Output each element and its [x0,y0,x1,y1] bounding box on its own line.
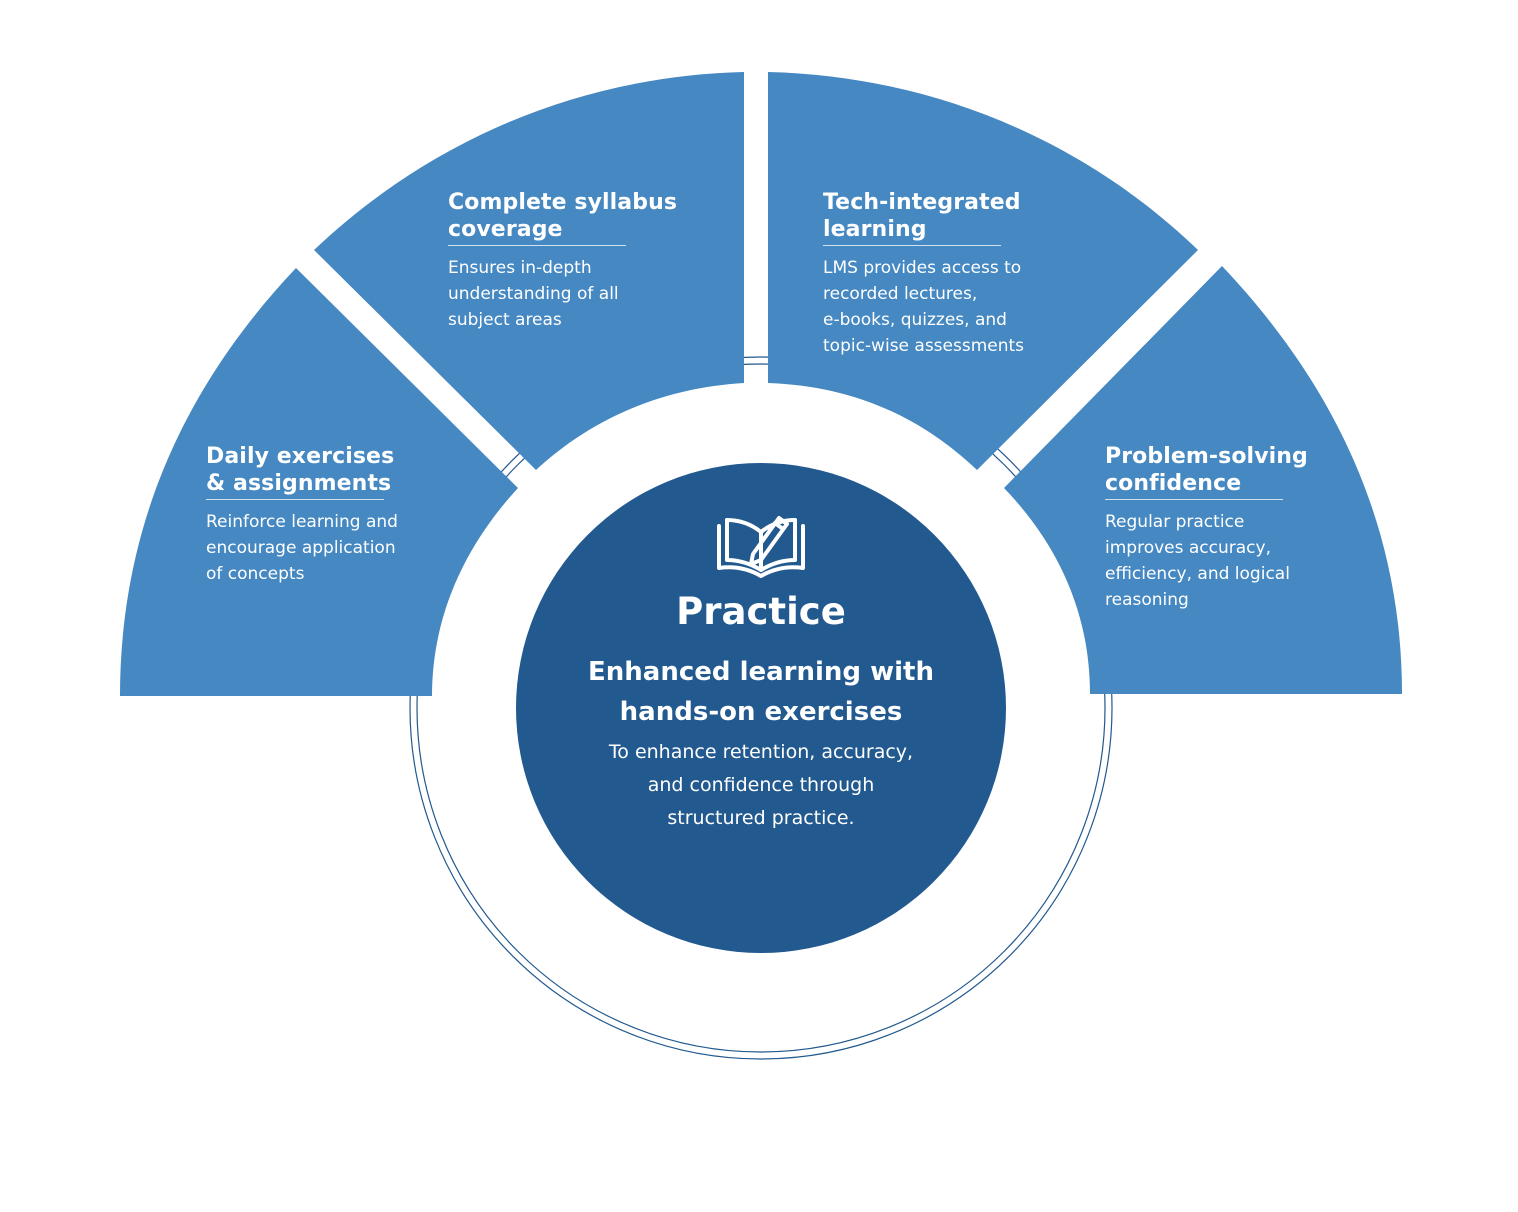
segment-desc-line: Ensures in-depth [448,258,592,278]
center-desc-line: structured practice. [667,807,855,829]
segment-tech-integrated [768,72,1198,470]
center-subtitle: Enhanced learning with hands-on exercise… [531,652,991,732]
segment-title-line: & assignments [206,471,392,496]
segment-desc-line: reasoning [1105,590,1189,610]
segment-desc-line: recorded lectures, [823,284,978,304]
segment-desc-line: understanding of all [448,284,619,304]
segment-description: Reinforce learning and encourage applica… [206,509,398,587]
segment-divider [206,499,384,500]
segment-desc-line: e-books, quizzes, and [823,310,1007,330]
center-title: Practice [676,590,846,633]
center-desc-line: To enhance retention, accuracy, [608,741,914,763]
segment-description: Regular practice improves accuracy, effi… [1105,509,1308,613]
segment-syllabus-coverage [314,72,744,470]
segment-desc-line: of concepts [206,564,305,584]
segment-title-line: Complete syllabus [448,190,678,215]
segment-title-line: Tech-integrated [823,190,1021,215]
segment-tech-integrated-text: Tech-integrated learning LMS provides ac… [823,189,1024,359]
segment-desc-line: efficiency, and logical [1105,564,1290,584]
book-pencil-icon [717,516,805,578]
segment-title-line: Problem-solving [1105,444,1308,469]
segment-problem-solving [1004,266,1402,694]
segment-desc-line: subject areas [448,310,562,330]
segment-desc-line: Regular practice [1105,512,1245,532]
segment-divider [823,245,1001,246]
segment-desc-line: Reinforce learning and [206,512,398,532]
segment-desc-line: topic-wise assessments [823,336,1025,356]
segment-description: Ensures in-depth understanding of all su… [448,255,677,333]
segment-divider [1105,499,1283,500]
center-desc-line: and confidence through [647,774,875,796]
segment-daily-exercises-text: Daily exercises & assignments Reinforce … [206,443,398,587]
segment-title: Complete syllabus coverage [448,189,677,243]
segment-title: Daily exercises & assignments [206,443,398,497]
segment-title: Tech-integrated learning [823,189,1024,243]
center-subtitle-line: Enhanced learning with [588,657,934,687]
segment-title-line: Daily exercises [206,444,395,469]
segment-title-line: confidence [1105,471,1242,496]
segment-desc-line: LMS provides access to [823,258,1022,278]
segment-description: LMS provides access to recorded lectures… [823,255,1024,359]
segment-title: Problem-solving confidence [1105,443,1308,497]
segment-title-line: coverage [448,217,563,242]
center-content: Practice Enhanced learning with hands-on… [531,510,991,835]
segment-syllabus-coverage-text: Complete syllabus coverage Ensures in-de… [448,189,677,333]
segment-problem-solving-text: Problem-solving confidence Regular pract… [1105,443,1308,613]
center-description: To enhance retention, accuracy, and conf… [531,736,991,835]
segment-desc-line: encourage application [206,538,396,558]
center-disc [516,463,1006,953]
center-subtitle-line: hands-on exercises [619,697,903,727]
segment-desc-line: improves accuracy, [1105,538,1271,558]
segment-title-line: learning [823,217,927,242]
segment-daily-exercises [120,268,518,696]
segment-divider [448,245,626,246]
inner-ring [416,363,1106,1053]
outer-ring [409,356,1113,1060]
